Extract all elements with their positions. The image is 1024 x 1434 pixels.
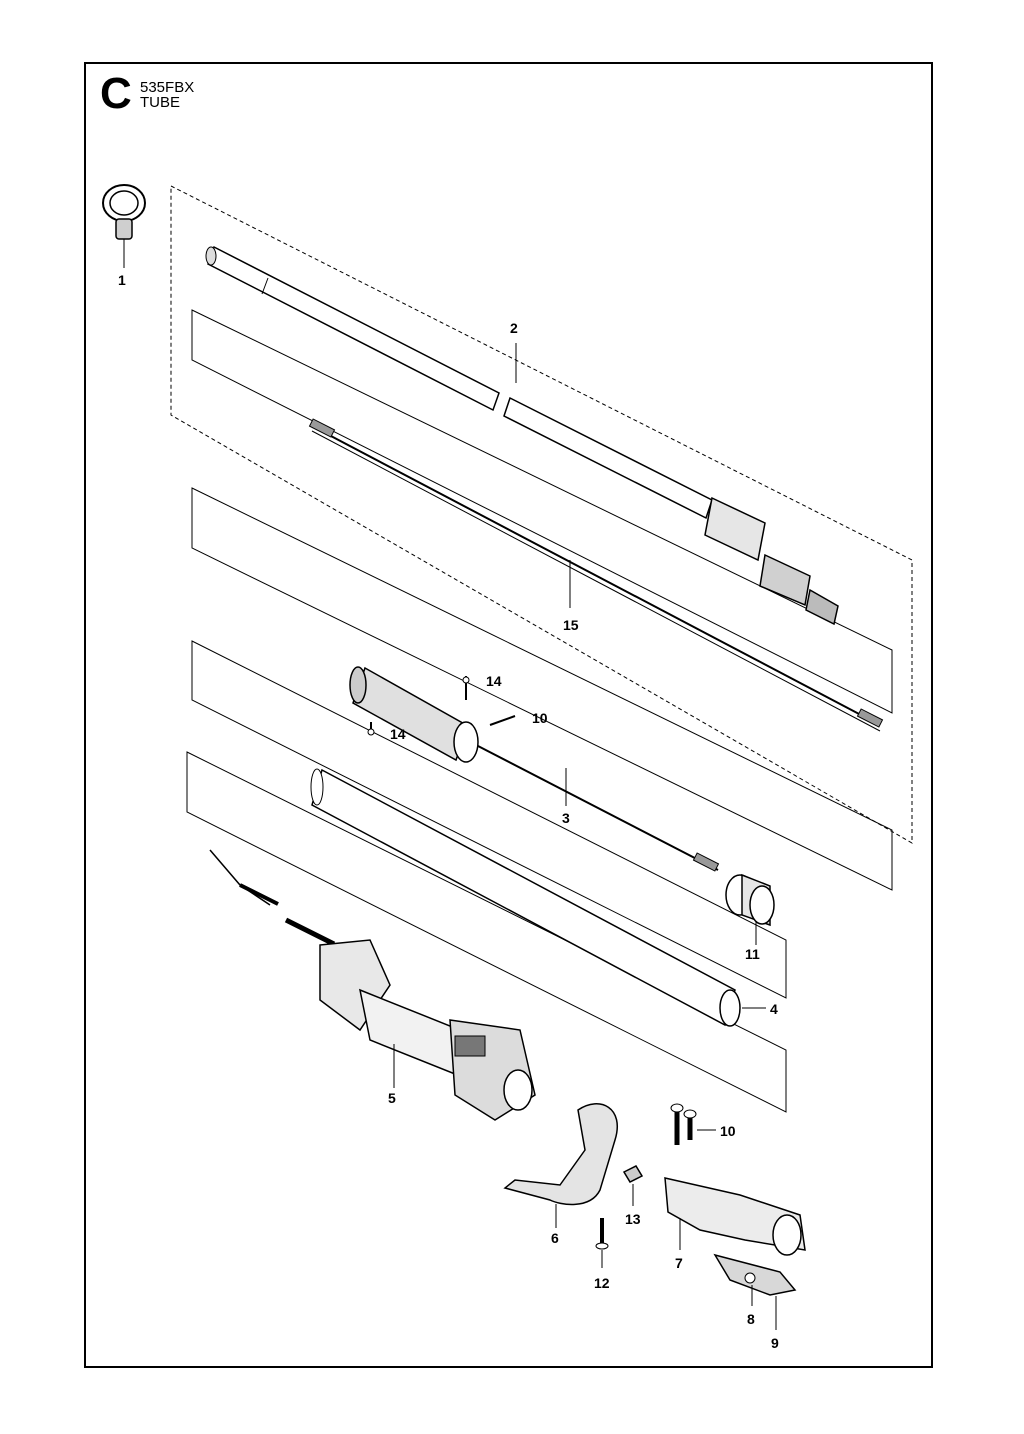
nut-part [622,1165,644,1206]
tube-upper-part [205,245,839,626]
grip-assembly-part [349,666,720,872]
locking-lever-part [713,1253,797,1330]
handle-part [503,1103,618,1228]
group-outline-15 [191,309,893,714]
handle-bracket-part [664,1177,806,1256]
section-letter: C [100,69,132,118]
callout-4: 4 [770,1001,778,1017]
callout-10-lower: 10 [720,1123,736,1139]
throttle-housing-part [209,849,536,1121]
screw-12-part [595,1218,609,1268]
callout-5: 5 [388,1090,396,1106]
callout-3: 3 [562,810,570,826]
callout-14-lower: 14 [390,726,406,742]
group-name: TUBE [140,94,181,111]
diagram-frame [84,62,933,1368]
callout-14-upper: 14 [486,673,502,689]
group-outline-2 [170,185,913,844]
callout-15: 15 [563,617,579,633]
callout-9: 9 [771,1335,779,1351]
callout-13: 13 [625,1211,641,1227]
callout-11: 11 [745,946,760,962]
sleeve-part [725,873,775,945]
callout-2: 2 [510,320,518,336]
drive-shaft-part [308,418,884,732]
tube-lower-part [310,768,766,1027]
group-outline-11 [191,640,787,999]
callout-12: 12 [594,1275,610,1291]
callout-6: 6 [551,1230,559,1246]
model-name: 535FBX [140,79,195,96]
callout-10-upper: 10 [532,710,548,726]
clamp-part [102,184,146,268]
callout-8: 8 [747,1311,755,1327]
screw-10-part [670,1103,716,1145]
group-outline-3 [191,487,893,891]
callout-7: 7 [675,1255,683,1271]
callout-1: 1 [118,272,126,288]
